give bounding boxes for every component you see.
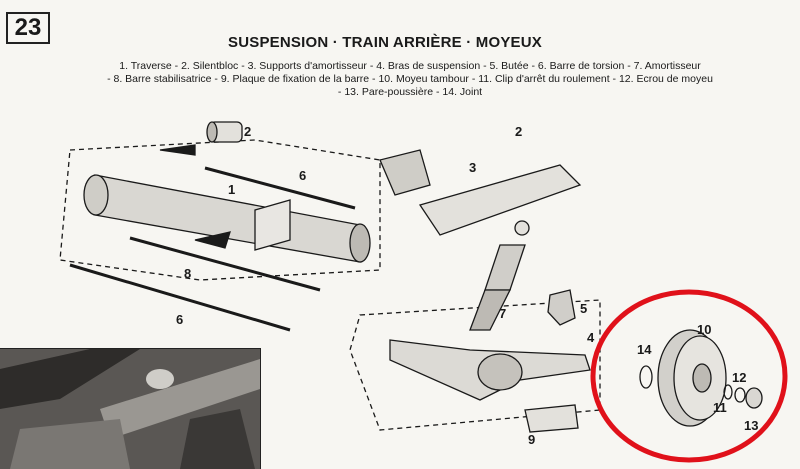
photo-illustration (0, 349, 260, 469)
arm-pivot (477, 353, 523, 391)
callout-6b: 6 (176, 312, 184, 327)
fixing-plate (524, 404, 579, 433)
callout-7: 7 (499, 306, 507, 321)
callout-13: 13 (744, 418, 759, 433)
bearing-clip (723, 384, 733, 400)
callout-2b: 2 (515, 124, 523, 139)
callout-1: 1 (228, 182, 236, 197)
traverse-clamp (254, 199, 291, 251)
shock-support (418, 164, 582, 236)
callout-8: 8 (184, 266, 192, 281)
direction-arrow-top (159, 144, 196, 156)
legend-line-1: 1. Traverse - 2. Silentbloc - 3. Support… (119, 60, 701, 72)
legend-line-2: - 8. Barre stabilisatrice - 9. Plaque de… (107, 73, 713, 85)
hub-nut (734, 387, 746, 403)
page-title: SUSPENSION · TRAIN ARRIÈRE · MOYEUX (228, 34, 542, 51)
callout-3: 3 (469, 160, 477, 175)
callout-12: 12 (732, 370, 747, 385)
callout-2a: 2 (244, 124, 252, 139)
callout-10: 10 (697, 322, 712, 337)
hub-drum (657, 329, 727, 427)
direction-arrow-mid (194, 231, 231, 249)
traverse-end-left (83, 174, 109, 216)
traverse-end-right (349, 223, 371, 263)
callout-4: 4 (587, 330, 595, 345)
shock-absorber (469, 220, 530, 331)
callout-11: 11 (713, 400, 727, 415)
legend-line-3: - 13. Pare-poussière - 14. Joint (337, 86, 483, 98)
silentbloc-part (206, 121, 243, 143)
figure-number: 23 (6, 12, 50, 44)
dust-cap (745, 387, 763, 409)
bump-stop (547, 289, 576, 326)
stabiliser-bar (129, 236, 321, 292)
inset-photo (0, 348, 261, 469)
support-bracket (379, 149, 431, 196)
callout-6a: 6 (299, 168, 307, 183)
torsion-bar-lower (69, 263, 291, 332)
callout-9: 9 (528, 432, 536, 447)
seal-ring (639, 365, 653, 389)
highlight-circle (590, 289, 788, 463)
parts-legend: 1. Traverse - 2. Silentbloc - 3. Support… (40, 60, 780, 99)
torsion-bar-upper (204, 166, 356, 210)
callout-5: 5 (580, 301, 588, 316)
callout-14: 14 (637, 342, 652, 357)
